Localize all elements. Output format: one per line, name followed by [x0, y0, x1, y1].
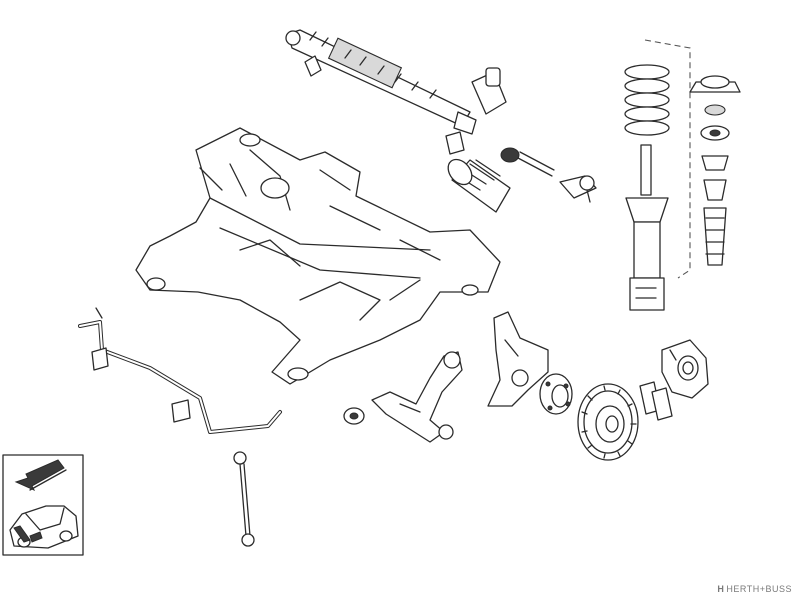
vehicle-location-inset — [2, 454, 84, 556]
steering-knuckle — [487, 311, 549, 407]
steering-boot — [447, 158, 511, 213]
brand-mark: H — [717, 584, 725, 594]
front-subframe — [135, 127, 501, 385]
stabilizer-link — [233, 451, 255, 547]
brand-name: HERTH+BUSS — [726, 584, 792, 594]
lower-control-arm — [371, 351, 463, 443]
coil-spring — [624, 64, 670, 136]
car-silhouette-icon — [9, 505, 79, 549]
shock-absorber — [625, 144, 669, 311]
anti-roll-bar — [78, 307, 282, 434]
strut-mount-kit — [644, 39, 741, 279]
inner-tie-rod — [500, 147, 555, 177]
steering-rack — [285, 29, 507, 155]
direction-arrow-icon — [14, 459, 67, 492]
anti-roll-bar-bush-right — [171, 399, 191, 423]
brake-caliper — [661, 339, 709, 399]
anti-roll-bar-bush-left — [91, 347, 109, 371]
tie-rod-end — [559, 175, 597, 203]
brake-pads — [639, 381, 673, 421]
brake-disc — [577, 383, 639, 461]
wheel-hub — [539, 373, 573, 415]
control-arm-bush — [343, 407, 365, 425]
